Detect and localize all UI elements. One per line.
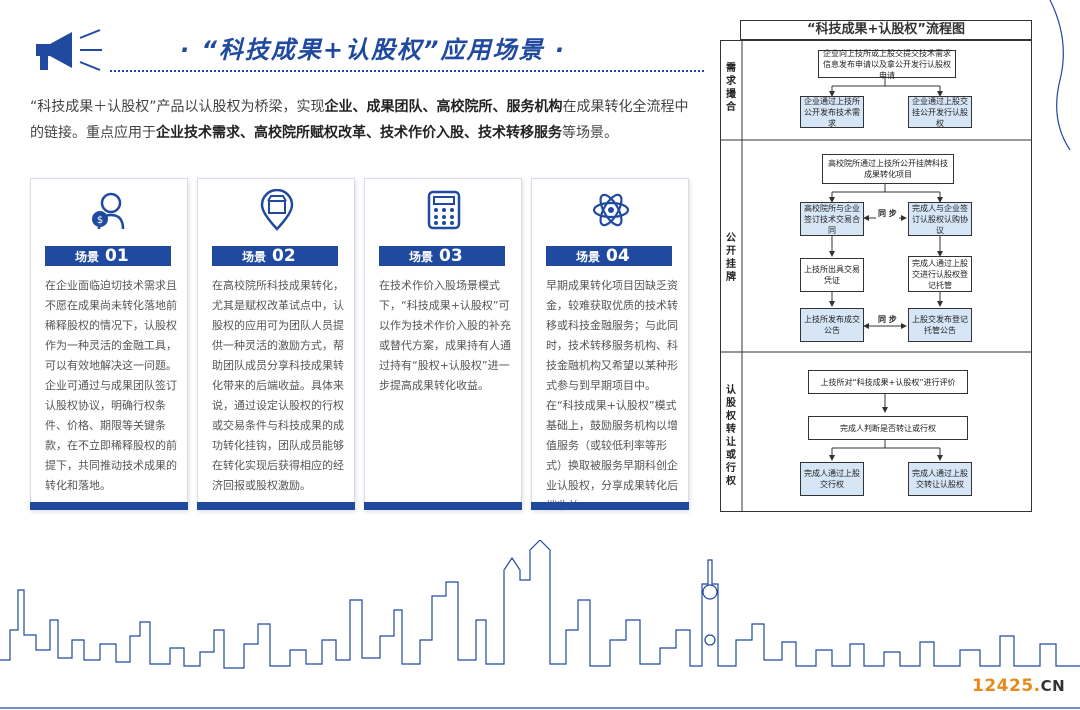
decorative-curve bbox=[1049, 0, 1071, 150]
card-bottom-bar bbox=[197, 502, 355, 510]
scene-description: 在企业面临迫切技术需求且不愿在成果尚未转化落地前稀释股权的情况下，认股权作为一种… bbox=[45, 279, 177, 492]
page-title: · “科技成果+认股权”应用场景 · bbox=[180, 36, 566, 64]
title-divider bbox=[110, 70, 704, 72]
flow-box-decision: 完成人判断是否转让或行权 bbox=[808, 416, 968, 440]
flowchart-lines bbox=[720, 40, 1032, 512]
location-shop-icon bbox=[260, 189, 294, 231]
flow-box-exercise: 完成人通过上股交行权 bbox=[800, 462, 864, 496]
consultant-money-icon: $ bbox=[92, 192, 125, 230]
flow-box-deal-notice: 上技所发布成交公告 bbox=[800, 308, 864, 342]
svg-text:$: $ bbox=[97, 215, 103, 226]
atom-icon bbox=[592, 193, 630, 227]
flow-box-warrant-agreement: 完成人与企业签订认股权认购协议 bbox=[908, 202, 972, 236]
megaphone-icon bbox=[36, 29, 102, 71]
stage-label-3: 认股权转让或行权 bbox=[726, 385, 736, 487]
stage-label-1: 需求撮合 bbox=[726, 63, 736, 113]
flow-box-custody-notice: 上股交发布登记托管公告 bbox=[908, 308, 972, 342]
scene-description: 早期成果转化项目因缺乏资金，较难获取优质的技术转移或科技金融服务；与此同时，技术… bbox=[546, 279, 678, 512]
flow-box-warrant-custody: 完成人通过上股交进行认股权登记托管 bbox=[908, 256, 972, 292]
intro-paragraph: “科技成果＋认股权”产品以认股权为桥梁，实现企业、成果团队、高校院所、服务机构在… bbox=[30, 99, 689, 141]
sync-label-2: 同 步 bbox=[876, 314, 899, 325]
flowchart-title: “科技成果+认股权”流程图 bbox=[740, 20, 1032, 40]
watermark: 12425.CN bbox=[972, 676, 1066, 696]
flow-box-publish-demand: 企业通过上技所公开发布技术需求 bbox=[800, 96, 864, 128]
flow-box-transfer: 完成人通过上股交转让认股权 bbox=[908, 462, 972, 496]
calculator-icon bbox=[427, 190, 461, 230]
sync-label-1: 同 步 bbox=[876, 208, 899, 219]
flow-box-tech-contract: 高校院所与企业签订技术交易合同 bbox=[800, 202, 864, 236]
flow-box-trade-voucher: 上技所出具交易凭证 bbox=[800, 258, 864, 292]
flow-box-demand-submit: 企业向上技所或上股交提交技术需求信息发布申请以及拿公开发行认股权申请 bbox=[818, 49, 956, 80]
flow-box-listing: 高校院所通过上技所公开挂牌科技成果转化项目 bbox=[822, 154, 954, 184]
card-bottom-bar bbox=[531, 502, 689, 510]
city-skyline bbox=[0, 540, 1080, 709]
flow-box-evaluation: 上技所对“科技成果+认股权”进行评价 bbox=[808, 370, 968, 394]
flow-box-publish-warrant: 企业通过上股交挂公开发行认股权 bbox=[908, 96, 972, 128]
stage-label-2: 公开挂牌 bbox=[726, 233, 736, 283]
card-bottom-bar bbox=[364, 502, 522, 510]
scene-description: 在技术作价入股场景模式下，“科技成果+认股权”可以作为技术作价入股的补充或替代方… bbox=[379, 279, 511, 392]
card-bottom-bar bbox=[30, 502, 188, 510]
scene-description: 在高校院所科技成果转化，尤其是赋权改革试点中，认股权的应用可为团队人员提供一种灵… bbox=[212, 279, 344, 492]
